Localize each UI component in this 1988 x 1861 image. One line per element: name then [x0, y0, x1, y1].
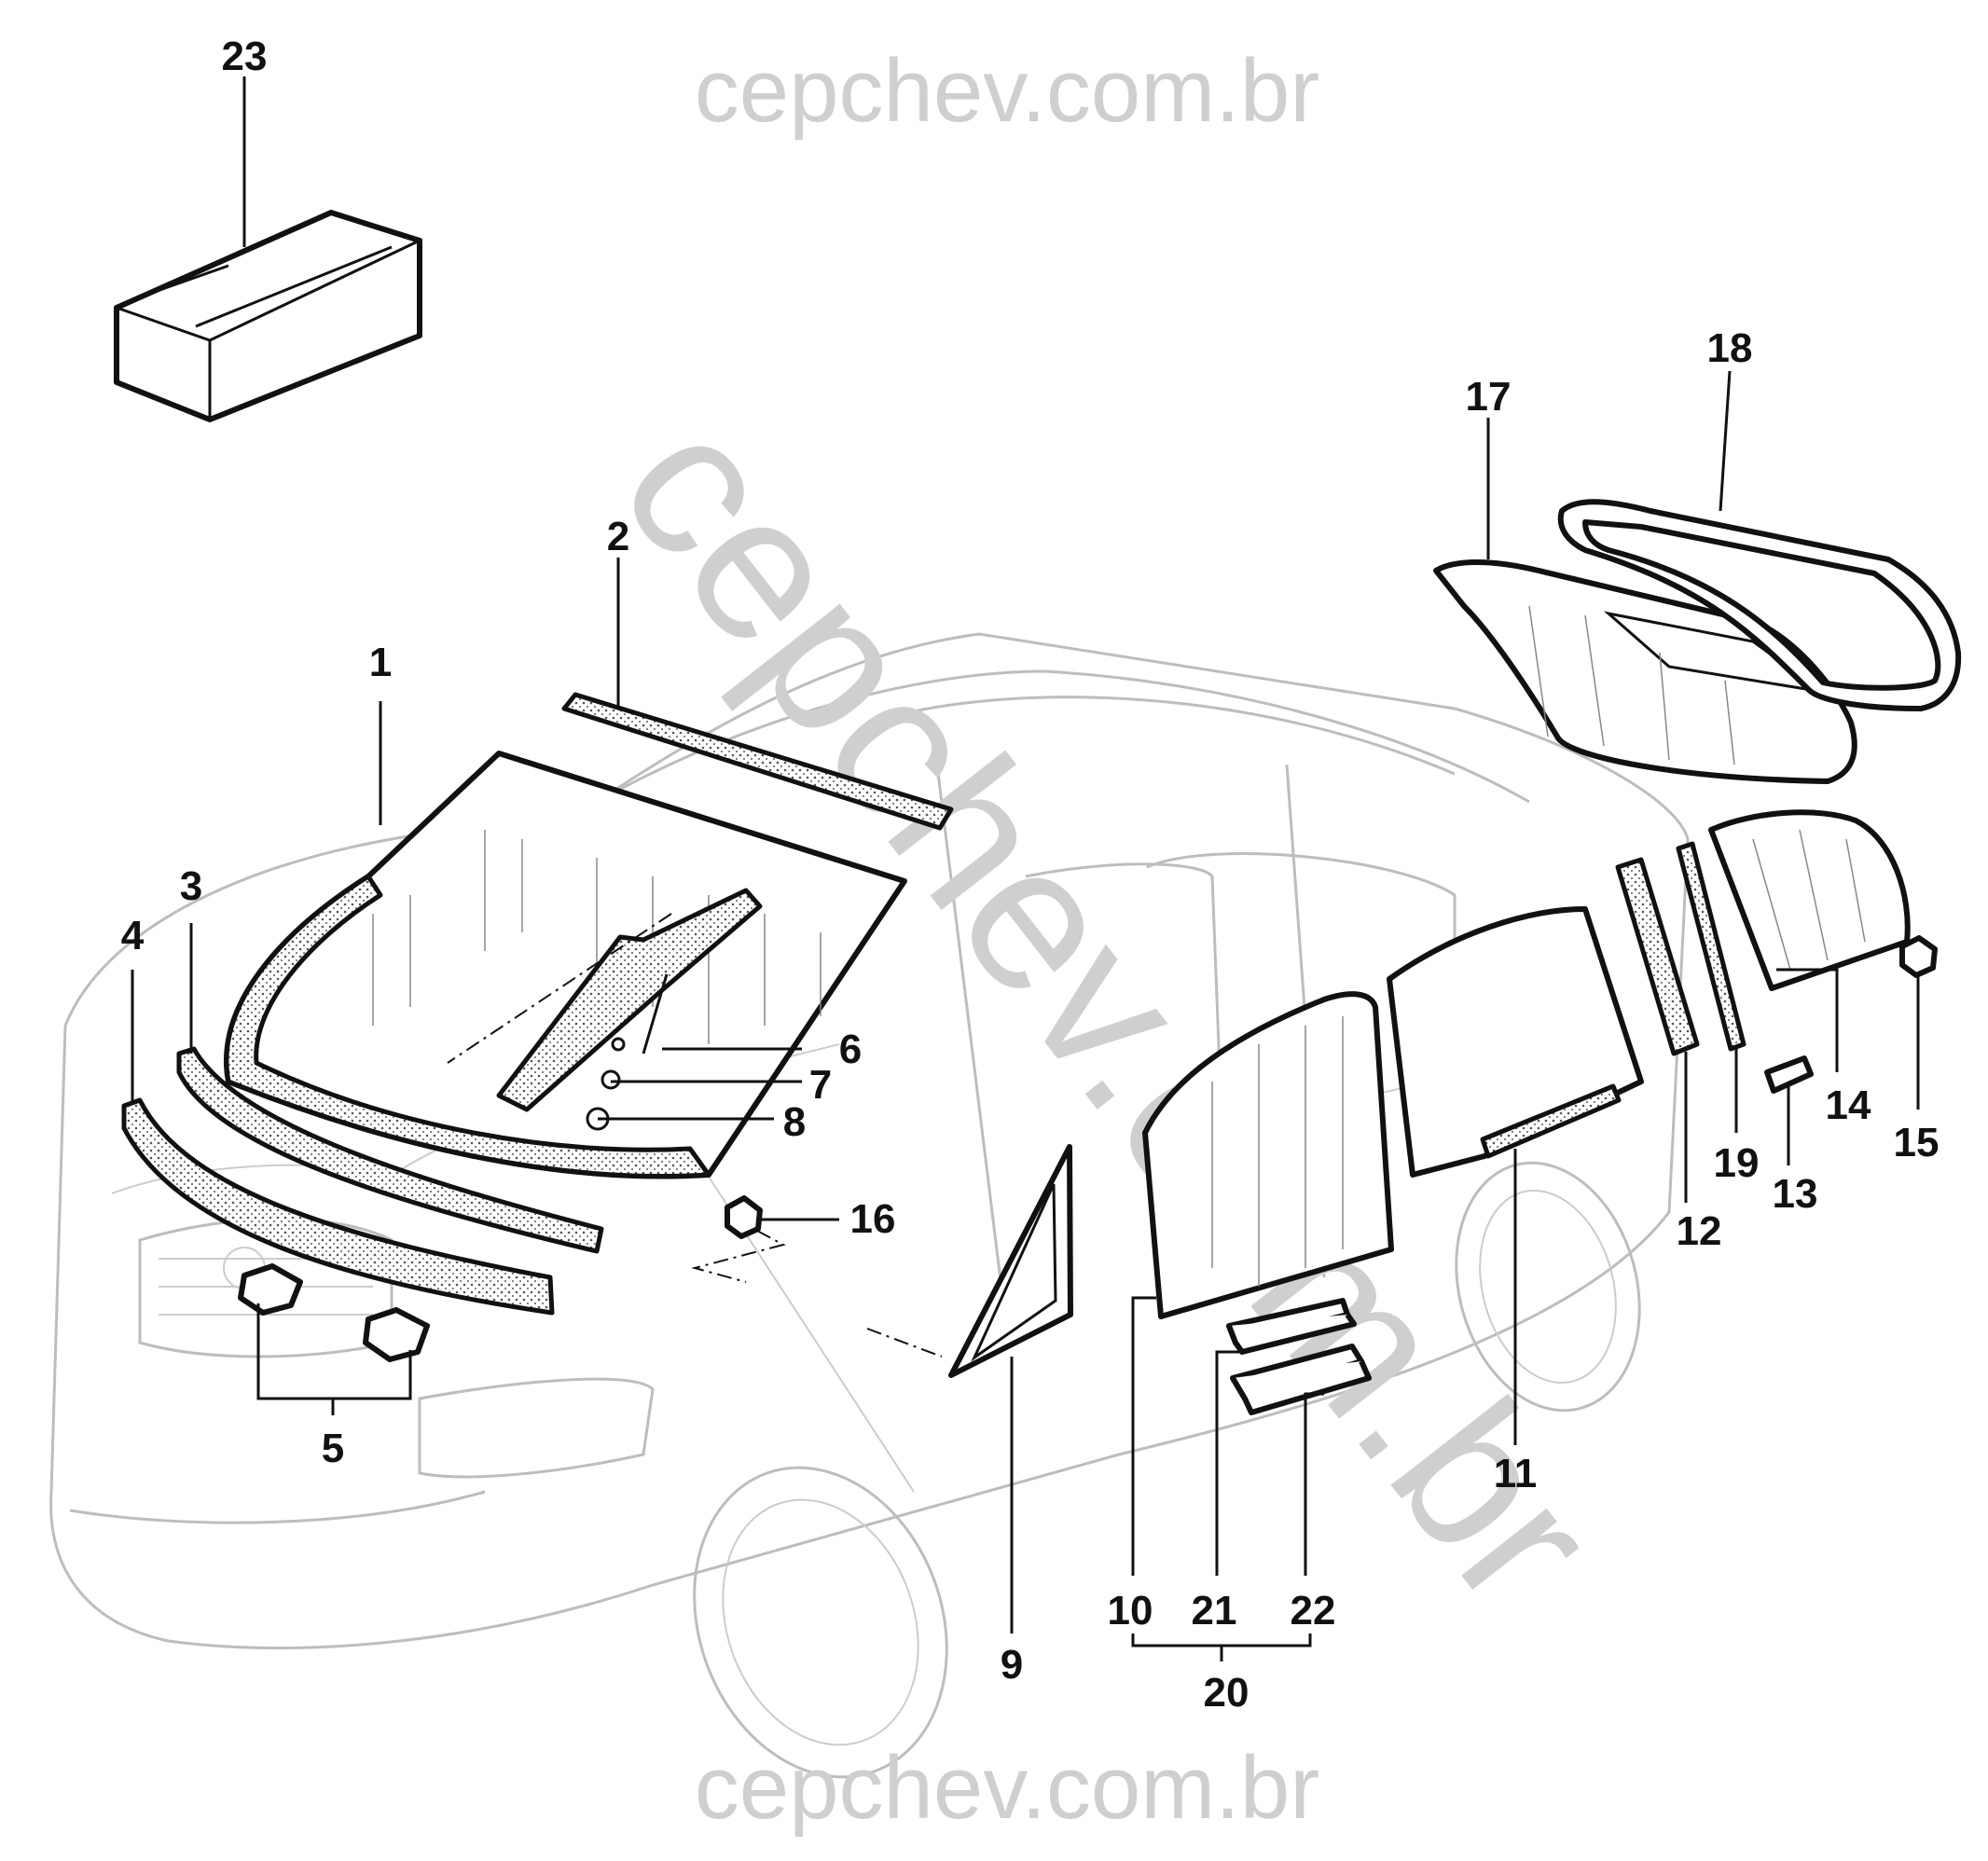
callout-21: 21 [1192, 1588, 1237, 1634]
callout-19: 19 [1714, 1140, 1760, 1186]
part-6-mirror-mount [447, 888, 763, 1112]
part-17-rear-window [1433, 559, 1857, 784]
callout-8: 8 [783, 1099, 806, 1145]
callout-5: 5 [322, 1426, 344, 1471]
callout-7: 7 [809, 1062, 832, 1108]
part-10-front-door-glass [1142, 991, 1394, 1319]
callout-3: 3 [180, 863, 202, 909]
part-23-box [114, 210, 422, 422]
part-15-nut [1899, 935, 1938, 978]
part-5-clips [238, 1263, 430, 1362]
callout-17: 17 [1466, 374, 1512, 420]
part-16-nut [691, 1195, 786, 1283]
part-9-quarter-glass [866, 1144, 1073, 1378]
callout-15: 15 [1894, 1120, 1940, 1165]
callout-9: 9 [1001, 1642, 1023, 1688]
part-3-lower-seal [176, 1046, 604, 1254]
callout-11: 11 [1494, 1451, 1538, 1496]
part-13-clip [1764, 1055, 1814, 1094]
callout-16: 16 [850, 1196, 896, 1242]
callout-6: 6 [839, 1027, 862, 1072]
callout-23: 23 [222, 34, 268, 79]
part-12-strip [1615, 857, 1700, 1056]
part-4-lower-seal [121, 1097, 555, 1316]
callout-2: 2 [607, 514, 629, 559]
callout-14: 14 [1826, 1082, 1871, 1128]
callout-13: 13 [1773, 1171, 1818, 1217]
part-19-strip [1676, 841, 1746, 1052]
callout-12: 12 [1677, 1208, 1722, 1254]
leader-lines [131, 76, 1920, 1661]
part-11-rear-door-glass [1387, 906, 1644, 1178]
watermark-top: cepchev.com.br [695, 41, 1320, 141]
callout-18: 18 [1707, 325, 1753, 371]
part-7-clip [601, 1069, 621, 1090]
part-22-channel [1230, 1344, 1372, 1415]
watermark-bottom: cepchev.com.br [695, 1738, 1320, 1838]
callout-1: 1 [369, 640, 392, 685]
callout-20: 20 [1204, 1670, 1249, 1716]
part-21-channel [1226, 1298, 1357, 1355]
callout-10: 10 [1108, 1588, 1153, 1634]
part-18-rear-window-seal [1557, 499, 1962, 711]
part-7-screw [611, 1037, 626, 1052]
callout-4: 4 [121, 913, 145, 958]
callout-22: 22 [1291, 1588, 1336, 1634]
callout-labels: 23 2 1 3 4 5 6 7 8 16 9 10 21 22 20 11 1… [121, 34, 1940, 1716]
part-14-rear-quarter-glass [1708, 809, 1911, 991]
part-2-seal-strip [561, 692, 954, 831]
